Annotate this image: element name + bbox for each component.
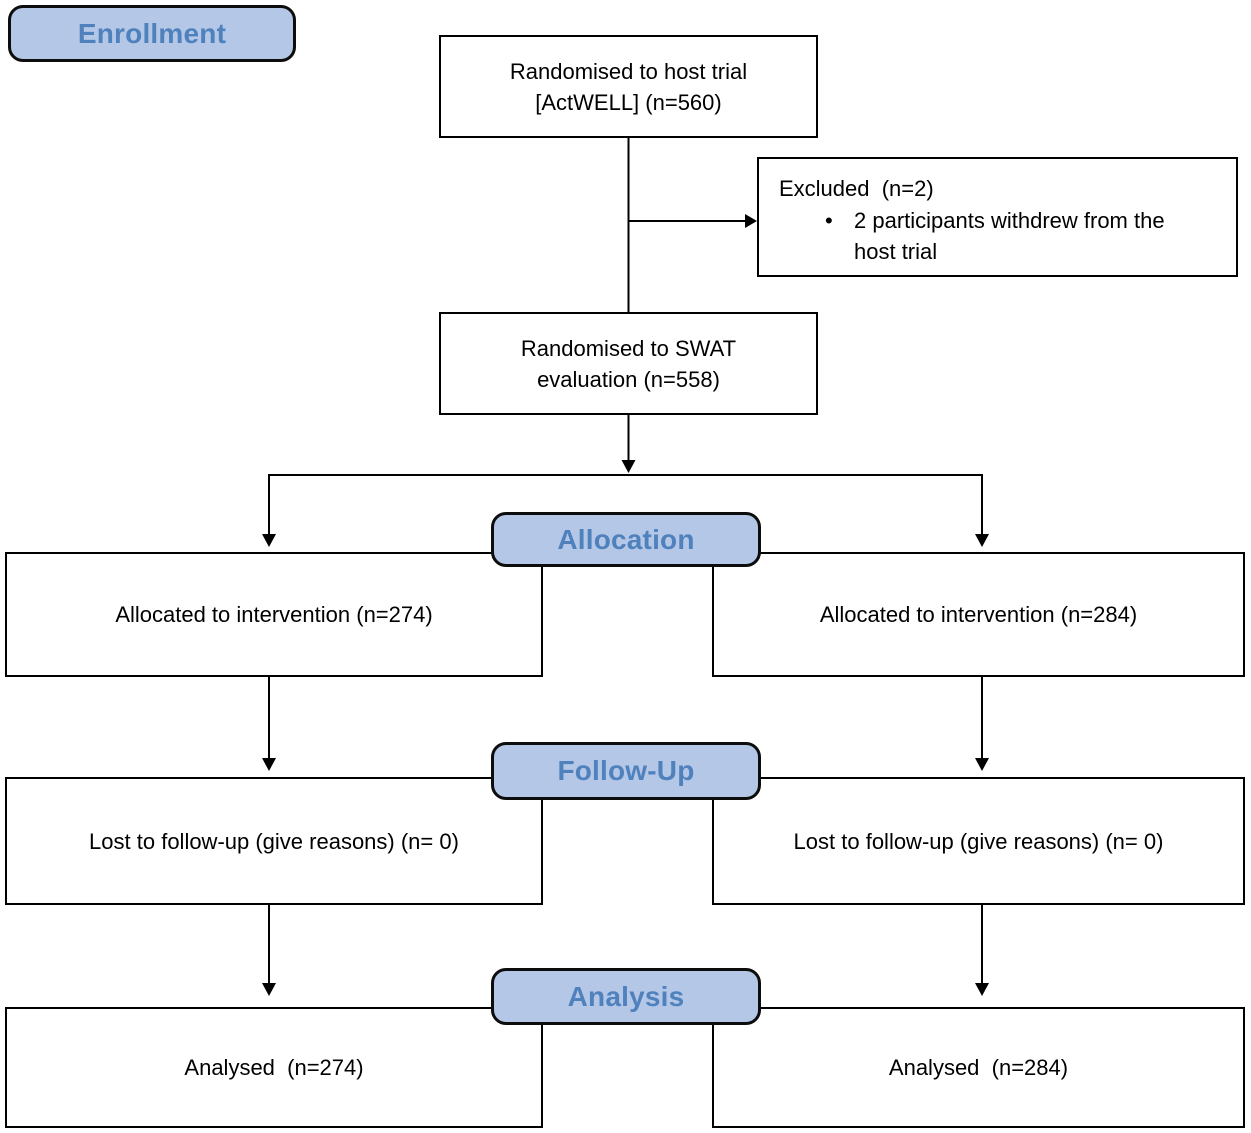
box-allocated-left: Allocated to intervention (n=274) <box>5 552 543 677</box>
stage-label-analysis: Analysis <box>491 968 761 1025</box>
box-lost-followup-left: Lost to follow-up (give reasons) (n= 0) <box>5 777 543 905</box>
stage-label-allocation: Allocation <box>491 512 761 567</box>
enrollment-label-text: Enrollment <box>77 17 227 49</box>
bullet-icon: • <box>825 208 833 233</box>
arrowhead-alloc-right <box>975 534 989 547</box>
arrowhead-alloc-left <box>262 534 276 547</box>
excluded-bullet-item: • 2 participants withdrew from the host … <box>825 205 1192 267</box>
arrowhead-fu-right <box>975 758 989 771</box>
box-allocated-right: Allocated to intervention (n=284) <box>712 552 1245 677</box>
swat-line1: Randomised to SWAT <box>520 335 737 361</box>
swat-line2: evaluation (n=558) <box>537 366 720 392</box>
lost-followup-left-text: Lost to follow-up (give reasons) (n= 0) <box>89 828 459 854</box>
arrowhead-an-right <box>975 983 989 996</box>
host-trial-line2: [ActWELL] (n=560) <box>535 89 722 115</box>
arrowhead-split <box>621 460 636 473</box>
allocation-label-text: Allocation <box>557 523 695 555</box>
box-excluded: Excluded (n=2) • 2 participants withdrew… <box>757 157 1238 277</box>
arrowhead-excluded <box>745 214 757 228</box>
allocated-left-text: Allocated to intervention (n=274) <box>115 602 433 627</box>
allocated-right-text: Allocated to intervention (n=284) <box>819 602 1138 627</box>
analysed-left-text: Analysed (n=274) <box>184 1055 364 1080</box>
box-randomised-swat: Randomised to SWAT evaluation (n=558) <box>439 312 818 415</box>
host-trial-line1: Randomised to host trial <box>509 58 748 84</box>
lost-followup-right-text: Lost to follow-up (give reasons) (n= 0) <box>793 828 1164 854</box>
arrowhead-an-left <box>262 983 276 996</box>
box-analysed-left: Analysed (n=274) <box>5 1007 543 1128</box>
box-analysed-right: Analysed (n=284) <box>712 1007 1245 1128</box>
analysis-label-text: Analysis <box>567 980 685 1012</box>
stage-label-follow-up: Follow-Up <box>491 742 761 800</box>
stage-label-enrollment: Enrollment <box>8 5 296 62</box>
arrowhead-fu-left <box>262 758 276 771</box>
analysed-right-text: Analysed (n=284) <box>888 1055 1069 1080</box>
box-lost-followup-right: Lost to follow-up (give reasons) (n= 0) <box>712 777 1245 905</box>
box-randomised-host-trial: Randomised to host trial [ActWELL] (n=56… <box>439 35 818 138</box>
follow-up-label-text: Follow-Up <box>557 755 695 786</box>
excluded-title: Excluded (n=2) <box>779 176 934 201</box>
excluded-bullet-text: 2 participants withdrew from the host tr… <box>854 208 1165 264</box>
